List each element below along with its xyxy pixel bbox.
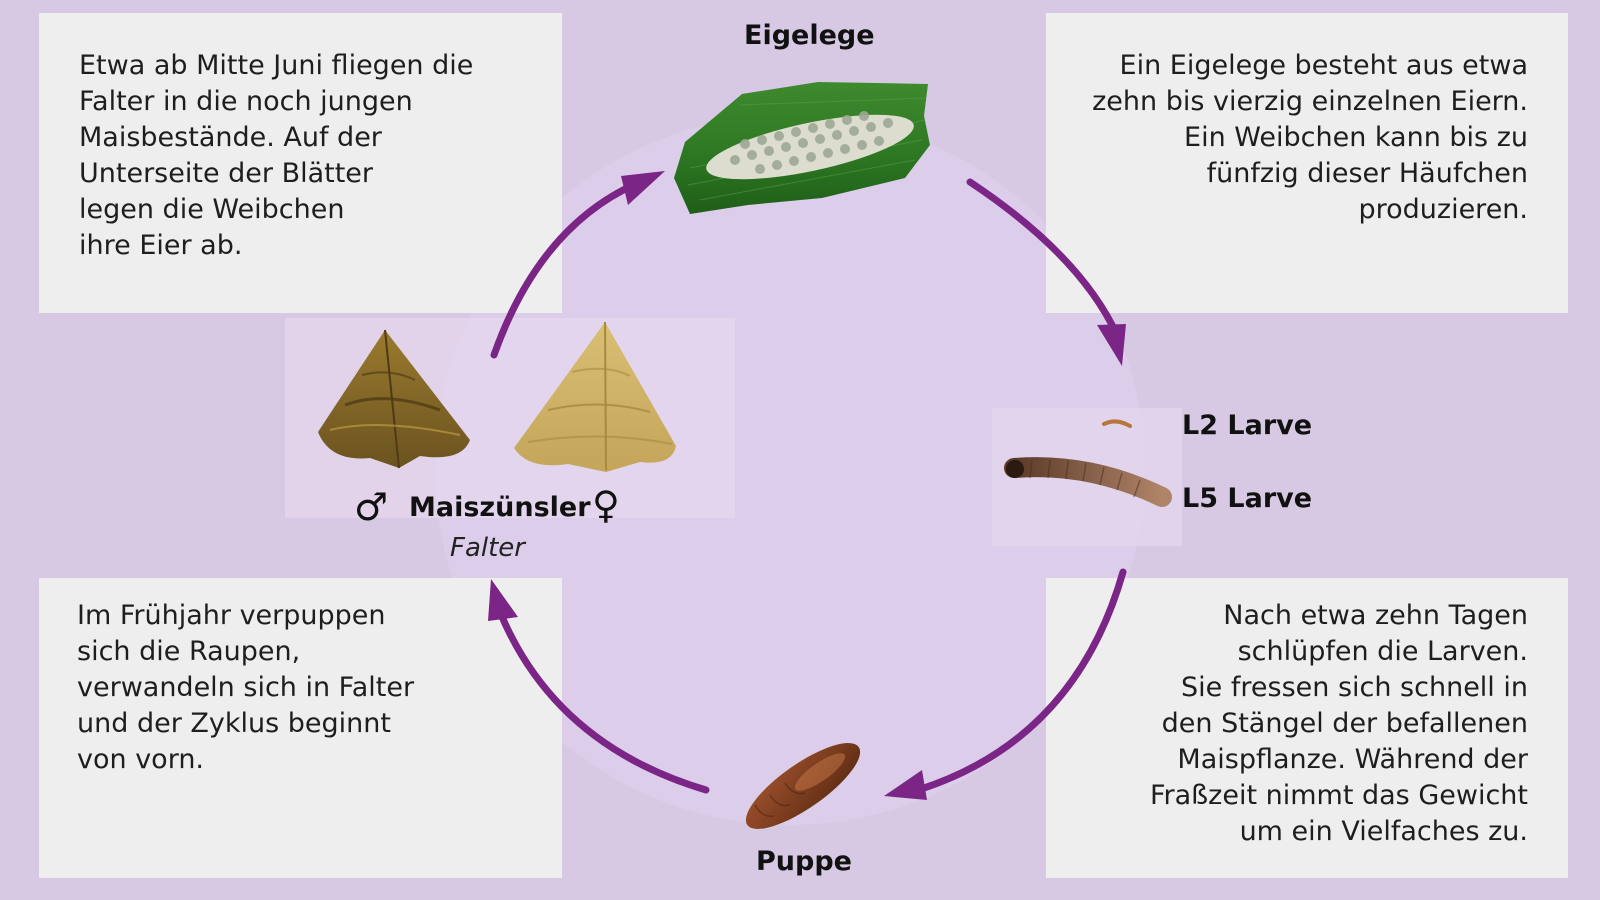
panel-top-right	[1046, 13, 1568, 313]
label-moth-subtitle: Falter	[450, 533, 525, 563]
moth-female-image	[514, 321, 676, 472]
cycle-arrowheads	[488, 171, 1126, 800]
arrow-pupa-to-moth	[496, 608, 710, 794]
arrow-egg-to-larva	[966, 178, 1121, 339]
cycle-circle	[435, 115, 1145, 825]
panel-bottom-left	[39, 578, 562, 878]
arrowhead-moth	[488, 579, 518, 621]
label-egg-clutch: Eigelege	[744, 20, 875, 51]
larva-l5-image	[1004, 457, 1172, 507]
cycle-arrows	[490, 178, 1127, 794]
text-top-left: Etwa ab Mitte Juni fliegen die Falter in…	[79, 50, 474, 261]
text-top-right: Ein Eigelege besteht aus etwa zehn bis v…	[1092, 50, 1528, 225]
female-symbol: ♀	[592, 483, 620, 527]
label-moth: Maiszünsler	[409, 492, 591, 523]
panel-bottom-right	[1046, 578, 1568, 878]
pupa-image	[745, 743, 861, 829]
moth-male-image	[318, 329, 470, 469]
male-symbol: ♂	[354, 485, 389, 529]
egg-clutch-image	[674, 82, 930, 214]
panel-top-left	[39, 13, 562, 313]
label-larva-l5: L5 Larve	[1182, 483, 1313, 514]
arrow-moth-to-egg	[490, 178, 644, 359]
arrowhead-larva	[1097, 324, 1126, 366]
arrow-larva-to-pupa	[914, 568, 1127, 794]
text-bottom-right: Nach etwa zehn Tagen schlüpfen die Larve…	[1149, 600, 1528, 847]
arrowhead-egg	[621, 171, 665, 205]
arrowhead-pupa	[884, 770, 927, 800]
label-larva-l2: L2 Larve	[1182, 410, 1313, 441]
larva-l2-image	[1102, 419, 1132, 428]
text-bottom-left: Im Frühjahr verpuppen sich die Raupen, v…	[77, 600, 415, 775]
label-pupa: Puppe	[756, 846, 852, 877]
